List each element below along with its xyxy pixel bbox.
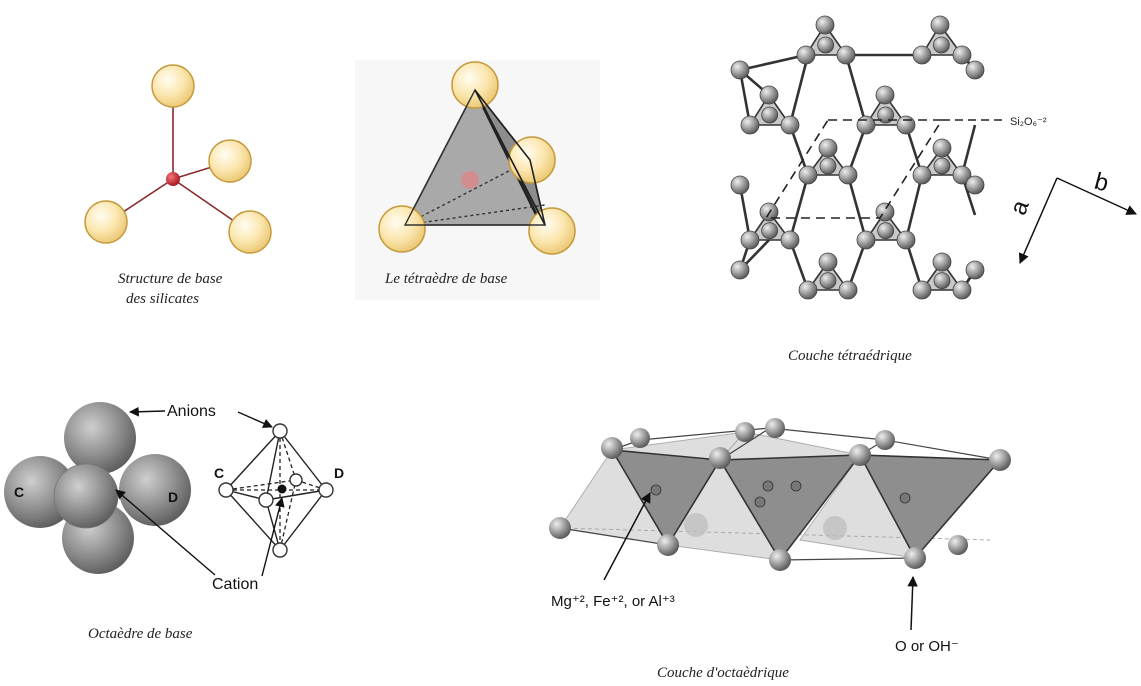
sheet-bond — [739, 53, 807, 72]
sheet-atom — [740, 115, 760, 135]
oxygen-atom — [228, 210, 272, 254]
sheet-atom — [759, 85, 779, 105]
oxygen-atom — [508, 136, 556, 184]
sheet-atom — [965, 60, 985, 80]
oxygen-atom — [378, 205, 426, 253]
octahedral-layer: Mg⁺², Fe⁺², or Al⁺³ O or OH⁻ Couche d'oc… — [549, 418, 1011, 681]
sheet-atom — [730, 175, 750, 195]
oxygen-atom — [451, 61, 499, 109]
anion-vertex — [218, 482, 234, 498]
cations-list-label: Mg⁺², Fe⁺², or Al⁺³ — [551, 593, 675, 610]
sheet-bond — [788, 54, 810, 126]
sheet-atom — [798, 165, 818, 185]
anions-label: Anions — [167, 403, 216, 420]
sheet-atom — [965, 175, 985, 195]
sheet-atom — [730, 60, 750, 80]
axis-indicator: a b — [1005, 168, 1137, 264]
sheet-atom — [819, 272, 837, 290]
cation-atom — [277, 484, 287, 494]
sheet-atom — [838, 280, 858, 300]
caption-structure-line1: Structure de base — [118, 271, 223, 287]
corner-c-left: C — [14, 484, 24, 500]
oxygen-atom — [84, 200, 128, 244]
caption-octahedral-layer: Couche d'octaèdrique — [657, 665, 789, 681]
corner-c-right: C — [214, 465, 224, 481]
silicon-atom — [166, 172, 180, 186]
anion-sphere — [119, 454, 191, 526]
sheet-atom — [912, 280, 932, 300]
sheet-atom — [836, 45, 856, 65]
o-oh-label: O or OH⁻ — [895, 638, 959, 655]
anion-vertex — [272, 423, 288, 439]
silicon-atom — [461, 171, 479, 189]
sheet-atom — [819, 157, 837, 175]
sheet-atom — [932, 138, 952, 158]
basic-tetrahedron: Le tétraèdre de base — [355, 60, 600, 300]
sheet-atom — [933, 272, 951, 290]
sheet-atom — [796, 45, 816, 65]
sheet-atom — [761, 106, 779, 124]
sheet-atom — [952, 45, 972, 65]
sheet-atom — [965, 260, 985, 280]
cation-label: Cation — [212, 576, 258, 593]
sheet-atom — [896, 115, 916, 135]
sheet-atom — [877, 106, 895, 124]
caption-tetrahedral-layer: Couche tétraédrique — [788, 348, 912, 364]
sheet-atom — [930, 15, 950, 35]
octahedral-layer-atoms — [549, 418, 1011, 571]
corner-d-left: D — [168, 489, 178, 505]
sheet-atom — [856, 230, 876, 250]
oxygen-atom — [208, 139, 252, 183]
sheet-atom — [912, 45, 932, 65]
silicate-basic-structure: Structure de base des silicates — [84, 64, 272, 307]
sheet-atom — [933, 157, 951, 175]
oxygen-atom — [528, 207, 576, 255]
sheet-atom — [932, 36, 950, 54]
basic-octahedron: C D C D — [4, 402, 344, 642]
sheet-atom — [740, 230, 760, 250]
sheet-bond — [788, 174, 810, 241]
sheet-atom — [952, 165, 972, 185]
sheet-atom — [838, 165, 858, 185]
sheet-bond — [844, 54, 868, 126]
axis-b-label: b — [1092, 168, 1112, 198]
anion-vertex — [289, 473, 303, 487]
sheet-atom — [730, 260, 750, 280]
oxygen-atom — [151, 64, 195, 108]
anion-vertex — [318, 482, 334, 498]
caption-structure-line2: des silicates — [126, 291, 199, 307]
anion-vertex — [258, 492, 274, 508]
sheet-atom — [875, 85, 895, 105]
sheet-atom — [932, 252, 952, 272]
sheet-atom — [912, 165, 932, 185]
anion-sphere — [64, 402, 136, 474]
sheet-atom — [815, 15, 835, 35]
sheet-atom — [896, 230, 916, 250]
sheet-atom — [817, 36, 835, 54]
sheet-atom — [952, 280, 972, 300]
tetrahedral-layer: Si₂O₆⁻² a b Couche tétraédrique — [730, 15, 1137, 364]
caption-tetrahedron-base: Le tétraèdre de base — [384, 271, 508, 287]
sheet-atom — [780, 230, 800, 250]
anion-vertex — [272, 542, 288, 558]
sheet-atom — [818, 138, 838, 158]
unit-cell-outline — [764, 119, 944, 219]
corner-d-right: D — [334, 465, 344, 481]
anion-sphere — [53, 463, 119, 529]
sheet-atom — [780, 115, 800, 135]
sheet-atom — [761, 222, 779, 240]
sheet-bond — [904, 174, 924, 241]
caption-octahedron-base: Octaèdre de base — [88, 626, 193, 642]
sheet-atom — [818, 252, 838, 272]
axis-a-label: a — [1005, 196, 1035, 218]
sheet-atom — [877, 222, 895, 240]
sheet-bond — [846, 174, 868, 241]
sheet-atom — [798, 280, 818, 300]
sheet-atom — [856, 115, 876, 135]
formula-label: Si₂O₆⁻² — [1010, 116, 1047, 128]
